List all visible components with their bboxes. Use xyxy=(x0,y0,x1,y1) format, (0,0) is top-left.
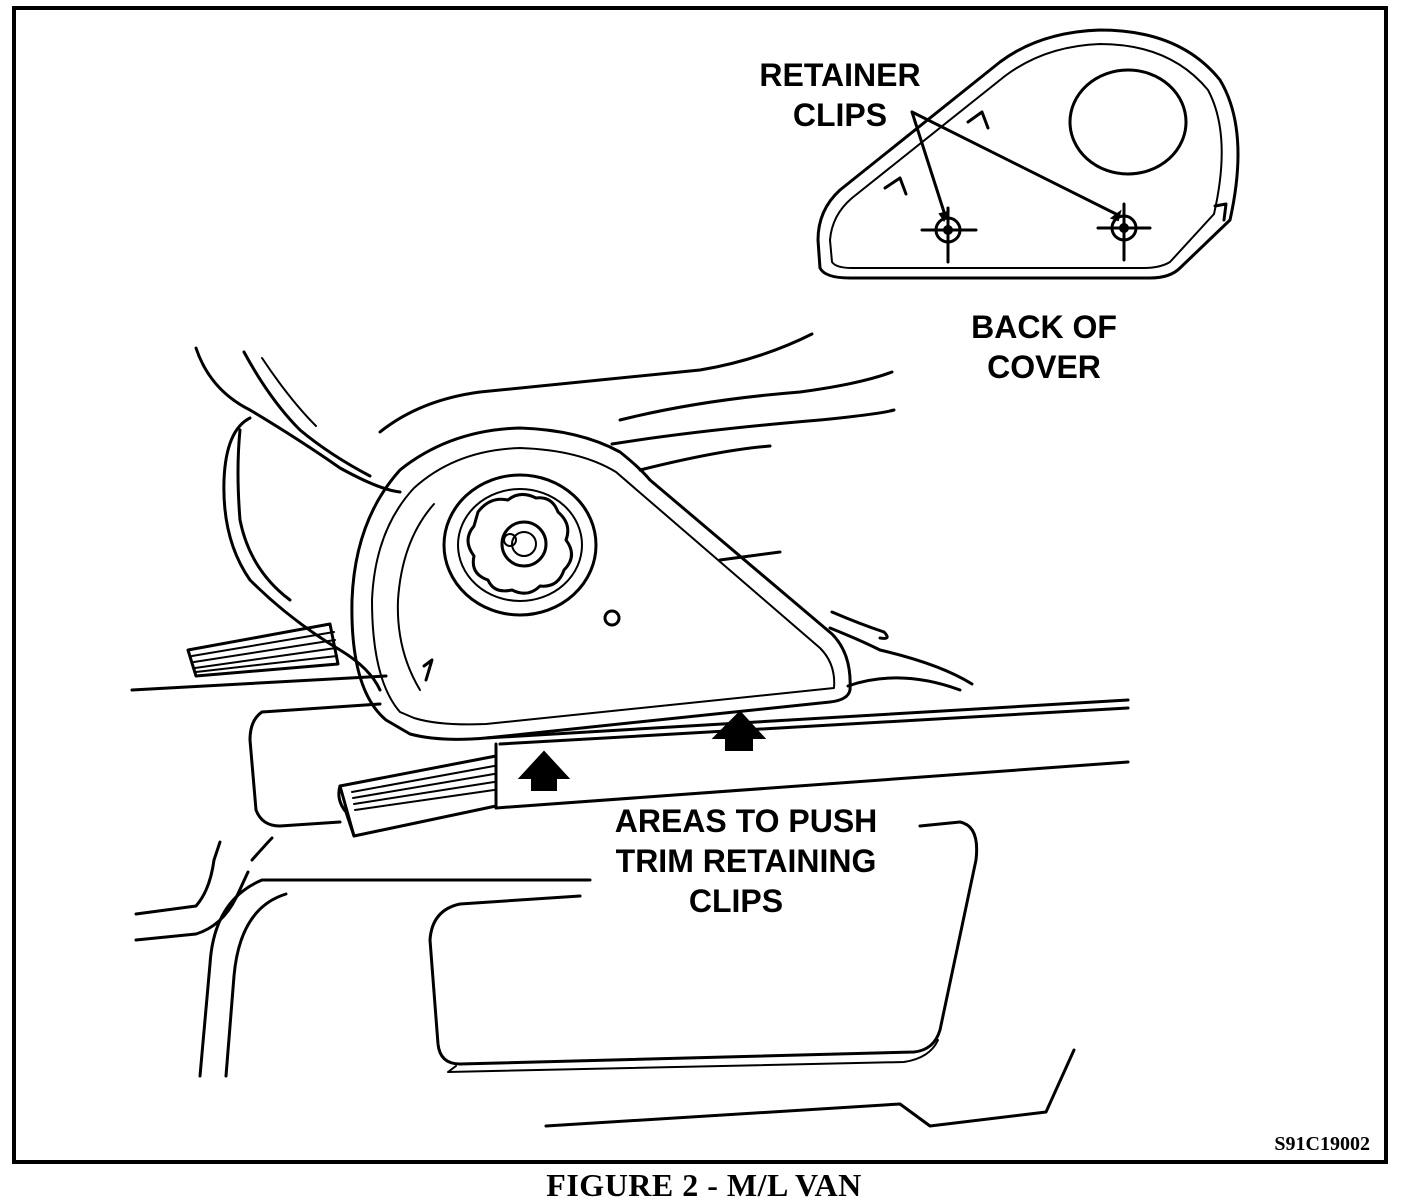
retainer-clips-label-line1: RETAINER xyxy=(759,57,920,93)
floor-trim-panel xyxy=(248,702,1130,828)
leader-right-clip xyxy=(910,110,1118,216)
recliner-mechanism xyxy=(442,473,598,617)
figure-frame xyxy=(12,6,1388,1164)
seat-trim-drawing xyxy=(130,332,1130,1128)
back-of-cover-label-line2: COVER xyxy=(987,349,1101,385)
areas-to-push-label-line1: AREAS TO PUSH xyxy=(615,803,878,839)
retainer-clip-right xyxy=(1096,202,1152,262)
seat-track-rail xyxy=(186,622,340,678)
sill-ribbed-piece xyxy=(337,754,498,838)
retainer-clip-left xyxy=(920,206,978,264)
retainer-clips-label-line2: CLIPS xyxy=(793,97,887,133)
push-arrow-right xyxy=(711,710,767,751)
back-of-cover-inset xyxy=(816,28,1240,280)
figure-caption: FIGURE 2 - M/L VAN xyxy=(546,1167,862,1203)
areas-to-push-label-line2: TRIM RETAINING xyxy=(616,843,877,879)
leader-left-clip xyxy=(910,110,946,214)
drawing-code: S91C19002 xyxy=(1274,1133,1370,1155)
back-of-cover-label-line1: BACK OF xyxy=(971,309,1117,345)
hinge-cover xyxy=(350,426,852,741)
push-arrow-left xyxy=(517,750,571,791)
areas-to-push-label-line3: CLIPS xyxy=(689,883,783,919)
